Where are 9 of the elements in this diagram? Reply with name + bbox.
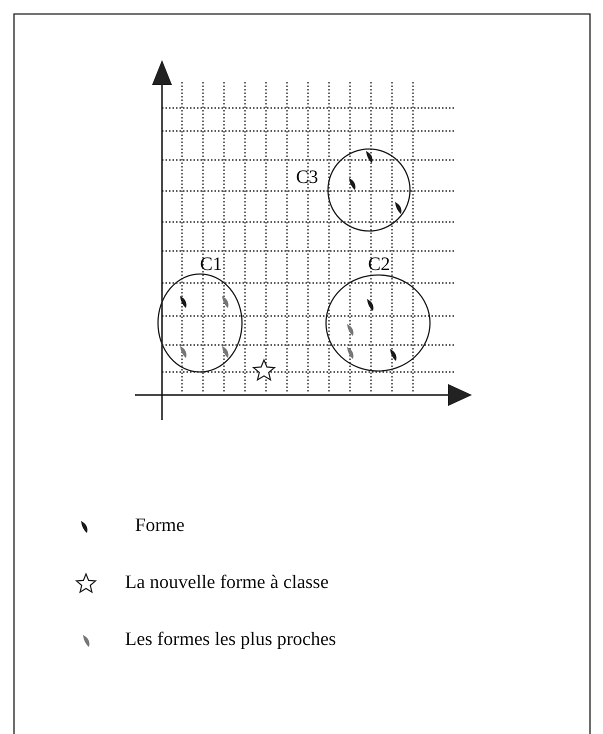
cluster-label: C2 xyxy=(368,255,390,274)
legend-text: Les formes les plus proches xyxy=(125,630,336,649)
legend-text: La nouvelle forme à classe xyxy=(125,573,329,592)
legend-text: Forme xyxy=(135,516,185,535)
cluster-circle xyxy=(157,273,243,373)
cluster-circle xyxy=(325,274,431,372)
cluster-circle xyxy=(327,148,411,232)
cluster-label: C1 xyxy=(200,255,222,274)
cluster-label: C3 xyxy=(296,168,318,187)
